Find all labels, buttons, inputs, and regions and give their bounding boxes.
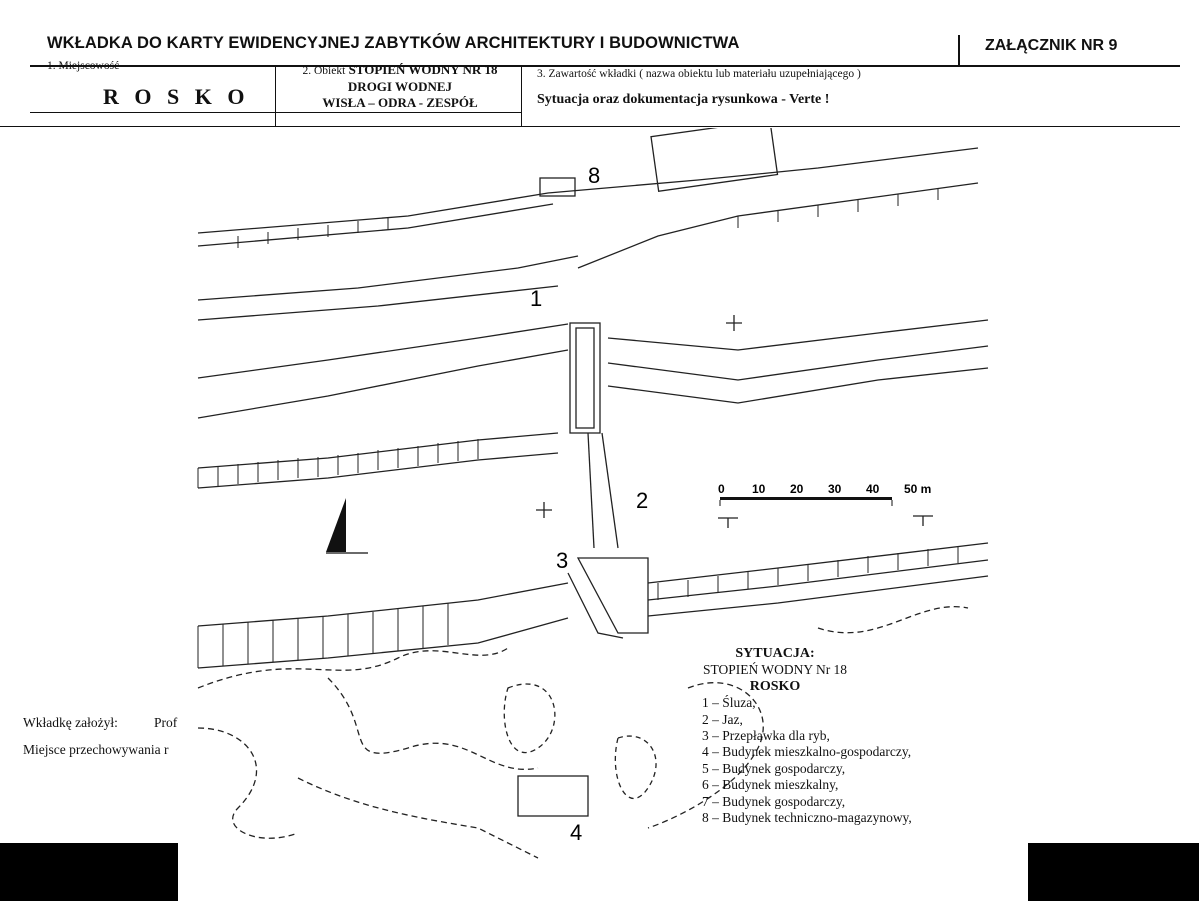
legend-item: 8 – Budynek techniczno-magazynowy, [702,810,912,826]
table-bottom-rule [0,126,1180,127]
site-plan-map: 0 10 20 30 40 50 m 1 2 3 4 8 [178,128,1028,901]
marker-4: 4 [570,820,582,845]
scale-label-30: 30 [828,482,842,496]
card-title: WKŁADKA DO KARTY EWIDENCYJNEJ ZABYTKÓW A… [47,34,740,52]
site-plan-drawing: 0 10 20 30 40 50 m 1 2 3 4 8 [197,128,989,859]
legend-item: 6 – Budynek mieszkalny, [702,777,839,793]
field-divider-1 [275,66,276,126]
object-name-line-2: DROGI WODNEJ [347,79,453,94]
content-value: Sytuacja oraz dokumentacja rysunkowa - V… [537,92,830,107]
object-field: 2. Obiekt STOPIEŃ WODNY NR 18 DROGI WODN… [280,62,520,111]
legend-place: ROSKO [749,678,801,694]
marker-3: 3 [556,548,568,573]
object-prefix: 2. Obiekt [302,65,346,77]
scale-label-20: 20 [790,482,804,496]
locality-label: 1. Miejscowość [47,60,120,72]
content-label: 3. Zawartość wkładki ( nazwa obiektu lub… [537,68,861,80]
scale-label-10: 10 [752,482,766,496]
object-name-line-3: WISŁA – ODRA - ZESPÓŁ [322,95,478,110]
legend-item: 3 – Przepławka dla ryb, [702,728,830,744]
site-plan-legend: SYTUACJA: STOPIEŃ WODNY Nr 18 ROSKO 1 – … [700,646,912,826]
scale-bar [719,497,893,506]
legend-item: 5 – Budynek gospodarczy, [702,760,846,776]
scale-label-40: 40 [866,482,880,496]
created-by-value: Prof [154,715,178,730]
marker-1: 1 [530,286,542,311]
marker-8: 8 [588,163,600,188]
legend-item: 1 – Śluza, [702,695,756,711]
field-divider-2 [521,66,522,126]
marker-2: 2 [636,488,648,513]
north-arrow-icon [326,498,346,552]
legend-subtitle: STOPIEŃ WODNY Nr 18 [702,662,848,678]
object-name-line-1: STOPIEŃ WODNY NR 18 [348,62,498,77]
annex-number: ZAŁĄCZNIK NR 9 [985,37,1118,54]
locality-value: R O S K O [103,84,250,109]
legend-item: 4 – Budynek mieszkalno-gospodarczy, [702,744,912,760]
scale-label-50m: 50 m [904,482,931,496]
header-rule [30,65,1180,67]
legend-item: 7 – Budynek gospodarczy, [702,793,846,809]
created-by-label: Wkładkę założył: [23,715,118,730]
legend-title: SYTUACJA: [735,646,815,661]
legend-item: 2 – Jaz, [702,711,743,727]
storage-label: Miejsce przechowywania r [23,742,169,757]
scale-label-0: 0 [718,482,725,496]
header-vertical-divider [958,35,960,65]
